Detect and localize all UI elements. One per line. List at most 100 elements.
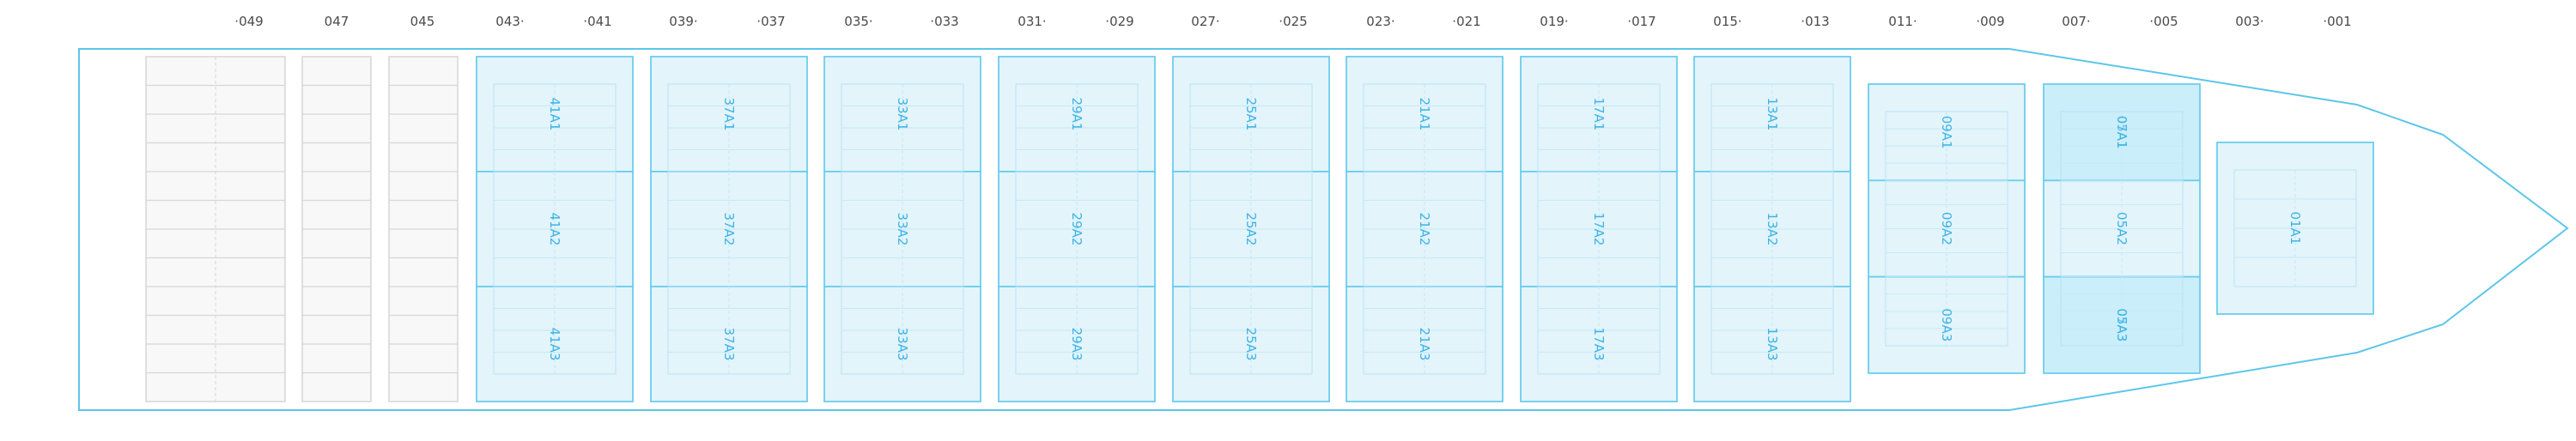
bay-number-label: 035· xyxy=(844,14,872,29)
bay-number-label: 045 xyxy=(410,14,435,29)
bay-number-label: 027· xyxy=(1191,14,1219,29)
bay-number-label: 023· xyxy=(1366,14,1394,29)
slot-label: 21A2 xyxy=(1417,213,1432,246)
slot-label: 37A1 xyxy=(721,98,737,131)
slot-25A2[interactable]: 25A2 xyxy=(1172,171,1330,287)
slot-21A3[interactable]: 21A3 xyxy=(1346,286,1504,402)
slot-label: 29A2 xyxy=(1069,213,1084,246)
slot-17A2[interactable]: 17A2 xyxy=(1520,171,1678,287)
bay-number-label: ·021 xyxy=(1452,14,1480,29)
bay-37: 37A1 37A2 37A3 xyxy=(650,56,808,402)
slot-05A2[interactable]: 05A2 xyxy=(2043,179,2201,278)
slot-29A2[interactable]: 29A2 xyxy=(998,171,1156,287)
slot-label: 13A2 xyxy=(1765,213,1780,246)
slot-01A1[interactable]: 01A1 xyxy=(2216,142,2374,315)
empty-bay-047 xyxy=(301,56,372,402)
slot-label-overlap: 05A1 xyxy=(2114,116,2129,149)
slot-09A3[interactable]: 09A3 xyxy=(1868,275,2026,374)
bay-21: 21A1 21A2 21A3 xyxy=(1346,56,1504,402)
slot-21A1[interactable]: 21A1 xyxy=(1346,56,1504,172)
empty-bay-049 xyxy=(145,56,286,402)
bay-number-label: ·037 xyxy=(756,14,785,29)
slot-13A1[interactable]: 13A1 xyxy=(1693,56,1851,172)
slot-label-overlap: 07A3 xyxy=(2114,308,2129,341)
slot-label: 05A3 xyxy=(2114,308,2129,341)
bay-number-label: ·041 xyxy=(583,14,611,29)
slot-label: 05A2 xyxy=(2114,212,2129,245)
slot-label: 29A1 xyxy=(1069,98,1084,131)
slot-41A3[interactable]: 41A3 xyxy=(476,286,634,402)
bay-number-label: ·009 xyxy=(1976,14,2004,29)
slot-21A2[interactable]: 21A2 xyxy=(1346,171,1504,287)
ship-hull-outline xyxy=(78,48,2569,411)
slot-09A1[interactable]: 09A1 xyxy=(1868,83,2026,182)
slot-label: 01A1 xyxy=(2287,212,2303,245)
slot-label: 41A3 xyxy=(547,328,562,361)
bay-number-label: 019· xyxy=(1540,14,1568,29)
bay-number-label: 007· xyxy=(2062,14,2090,29)
slot-label: 25A3 xyxy=(1243,328,1259,361)
bay-33: 33A1 33A2 33A3 xyxy=(823,56,981,402)
bay-number-label: 043· xyxy=(495,14,524,29)
bay-25: 25A1 25A2 25A3 xyxy=(1172,56,1330,402)
slot-label: 07A1 xyxy=(2114,116,2129,149)
slot-13A3[interactable]: 13A3 xyxy=(1693,286,1851,402)
slot-09A2[interactable]: 09A2 xyxy=(1868,179,2026,278)
slot-label: 37A3 xyxy=(721,328,737,361)
slot-label: 41A1 xyxy=(547,98,562,131)
slot-29A3[interactable]: 29A3 xyxy=(998,286,1156,402)
slot-label: 13A3 xyxy=(1765,328,1780,361)
bay-number-label: ·005 xyxy=(2149,14,2178,29)
bay-number-label: 039· xyxy=(669,14,697,29)
slot-25A3[interactable]: 25A3 xyxy=(1172,286,1330,402)
bay-number-label: 003· xyxy=(2235,14,2263,29)
slot-label: 37A2 xyxy=(721,213,737,246)
slot-25A1[interactable]: 25A1 xyxy=(1172,56,1330,172)
bay-number-label: ·017 xyxy=(1627,14,1656,29)
slot-17A3[interactable]: 17A3 xyxy=(1520,286,1678,402)
bay-13: 13A1 13A2 13A3 xyxy=(1693,56,1851,402)
slot-33A2[interactable]: 33A2 xyxy=(823,171,981,287)
bay-29: 29A1 29A2 29A3 xyxy=(998,56,1156,402)
slot-label: 33A1 xyxy=(895,98,910,131)
bay-01: 01A1 xyxy=(2216,142,2374,315)
active-bays: 41A1 41A2 41A3 37A1 37A2 37A3 33A1 33A2 33A3 29A1… xyxy=(476,56,2374,402)
slot-37A1[interactable]: 37A1 xyxy=(650,56,808,172)
slot-label: 17A1 xyxy=(1591,98,1607,131)
slot-label: 25A2 xyxy=(1243,213,1259,246)
slot-29A1[interactable]: 29A1 xyxy=(998,56,1156,172)
slot-label: 33A2 xyxy=(895,213,910,246)
empty-bays xyxy=(145,56,459,402)
slot-33A1[interactable]: 33A1 xyxy=(823,56,981,172)
slot-17A1[interactable]: 17A1 xyxy=(1520,56,1678,172)
slot-label: 17A2 xyxy=(1591,213,1607,246)
slot-label: 09A2 xyxy=(1939,212,1954,245)
bay-number-label: 031· xyxy=(1018,14,1046,29)
bay-number-label: ·013 xyxy=(1801,14,1829,29)
slot-label: 25A1 xyxy=(1243,98,1259,131)
slot-37A2[interactable]: 37A2 xyxy=(650,171,808,287)
bay-41: 41A1 41A2 41A3 xyxy=(476,56,634,402)
slot-label: 41A2 xyxy=(547,213,562,246)
slot-label: 09A3 xyxy=(1939,308,1954,341)
slot-33A3[interactable]: 33A3 xyxy=(823,286,981,402)
bay-number-label: ·001 xyxy=(2323,14,2351,29)
slot-label: 29A3 xyxy=(1069,328,1084,361)
slot-label: 13A1 xyxy=(1765,98,1780,131)
bay-number-label: ·025 xyxy=(1279,14,1307,29)
slot-label: 09A1 xyxy=(1939,116,1954,149)
empty-bay-045 xyxy=(388,56,459,402)
bay-09: 09A1 09A2 09A3 xyxy=(1868,83,2026,374)
bay-number-label: ·049 xyxy=(234,14,263,29)
bay-17: 17A1 17A2 17A3 xyxy=(1520,56,1678,402)
slot-41A2[interactable]: 41A2 xyxy=(476,171,634,287)
slot-41A1[interactable]: 41A1 xyxy=(476,56,634,172)
slot-label: 33A3 xyxy=(895,328,910,361)
slot-13A2[interactable]: 13A2 xyxy=(1693,171,1851,287)
slot-37A3[interactable]: 37A3 xyxy=(650,286,808,402)
bay-number-label: ·033 xyxy=(930,14,958,29)
